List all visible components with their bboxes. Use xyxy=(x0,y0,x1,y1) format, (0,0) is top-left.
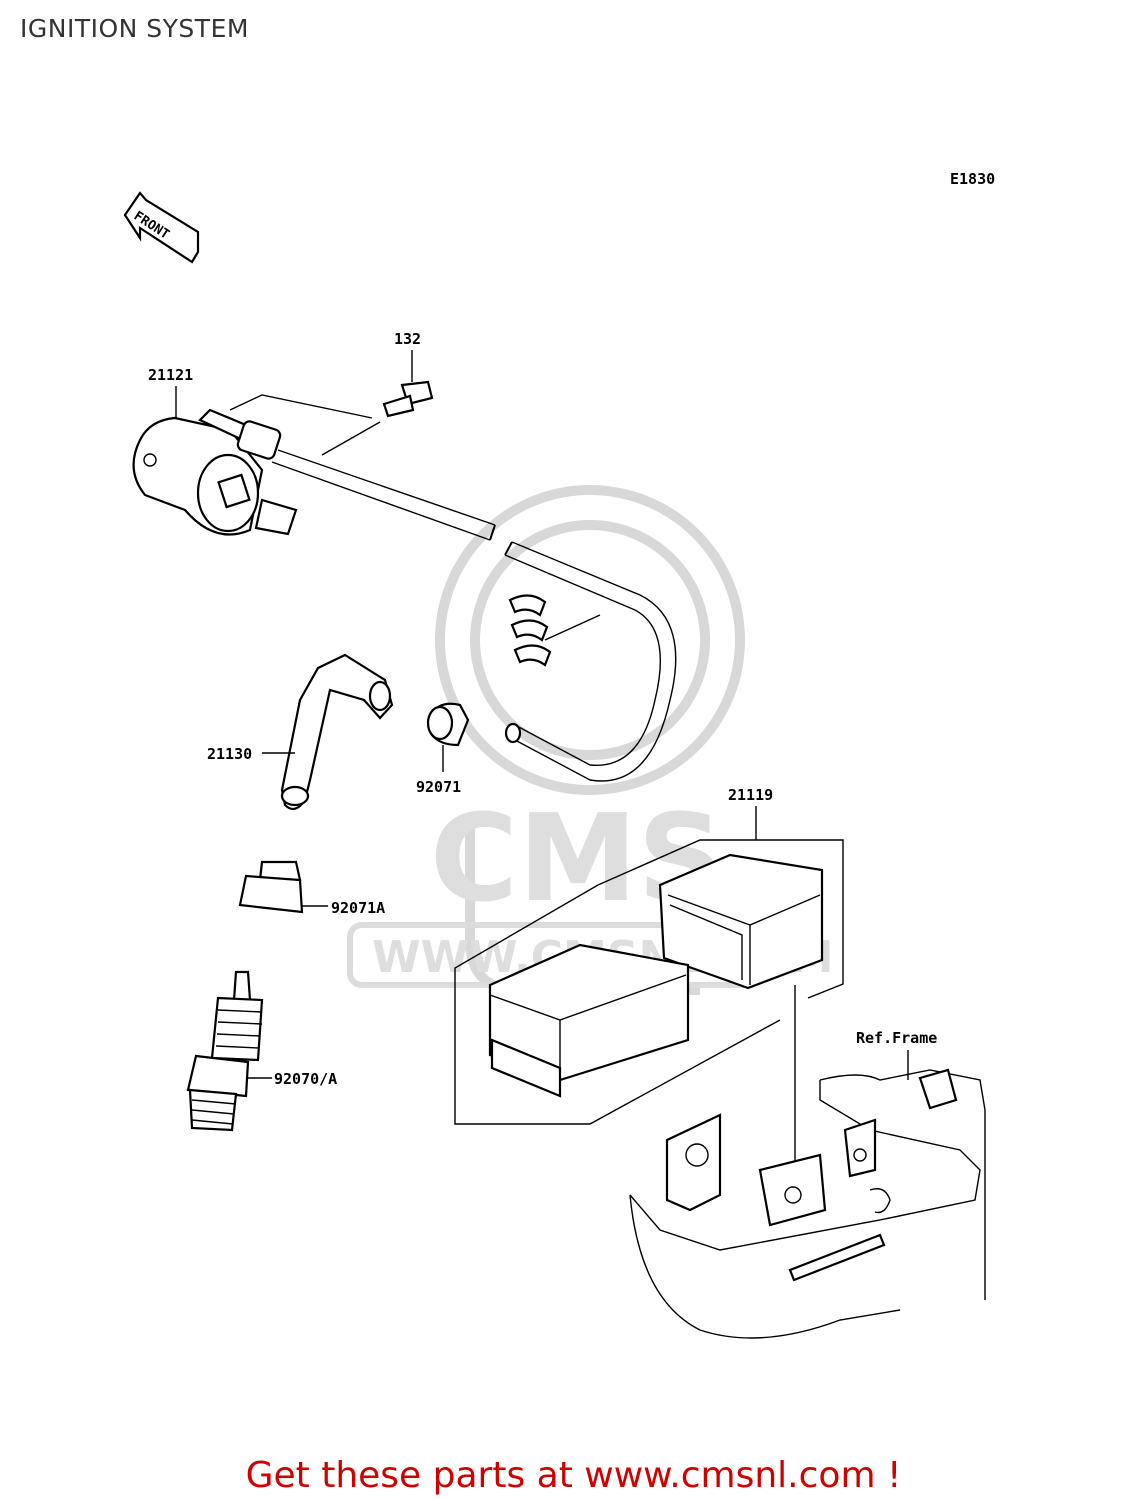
cap-92071a: 92071A xyxy=(238,860,385,917)
part-label-92071: 92071 xyxy=(416,778,461,796)
footer-link[interactable]: Get these parts at www.cmsnl.com ! xyxy=(245,1455,902,1496)
igniter-21119: 21119 xyxy=(454,786,844,1165)
part-label-132: 132 xyxy=(394,330,421,348)
plug-cap-21130: 21130 xyxy=(207,653,394,811)
part-label-21130: 21130 xyxy=(207,745,252,763)
front-arrow-icon: FRONT xyxy=(123,191,200,264)
part-label-92071a: 92071A xyxy=(331,899,385,917)
diagram-code: E1830 xyxy=(950,170,995,188)
part-label-21121: 21121 xyxy=(148,366,193,384)
spark-plug-92070a: 92070/A xyxy=(186,970,337,1132)
cable-clamps xyxy=(508,594,601,667)
reference-label: Ref.Frame xyxy=(856,1029,937,1047)
part-label-21119: 21119 xyxy=(728,786,773,804)
ignition-coil-21121: 21121 xyxy=(132,366,496,541)
page-title: IGNITION SYSTEM xyxy=(20,14,249,43)
part-label-92070a: 92070/A xyxy=(274,1070,337,1088)
frame-reference: Ref.Frame xyxy=(629,1029,986,1339)
bolt-132: 132 xyxy=(382,330,434,418)
grommet-92071: 92071 xyxy=(416,702,470,796)
ht-cable xyxy=(504,541,677,782)
